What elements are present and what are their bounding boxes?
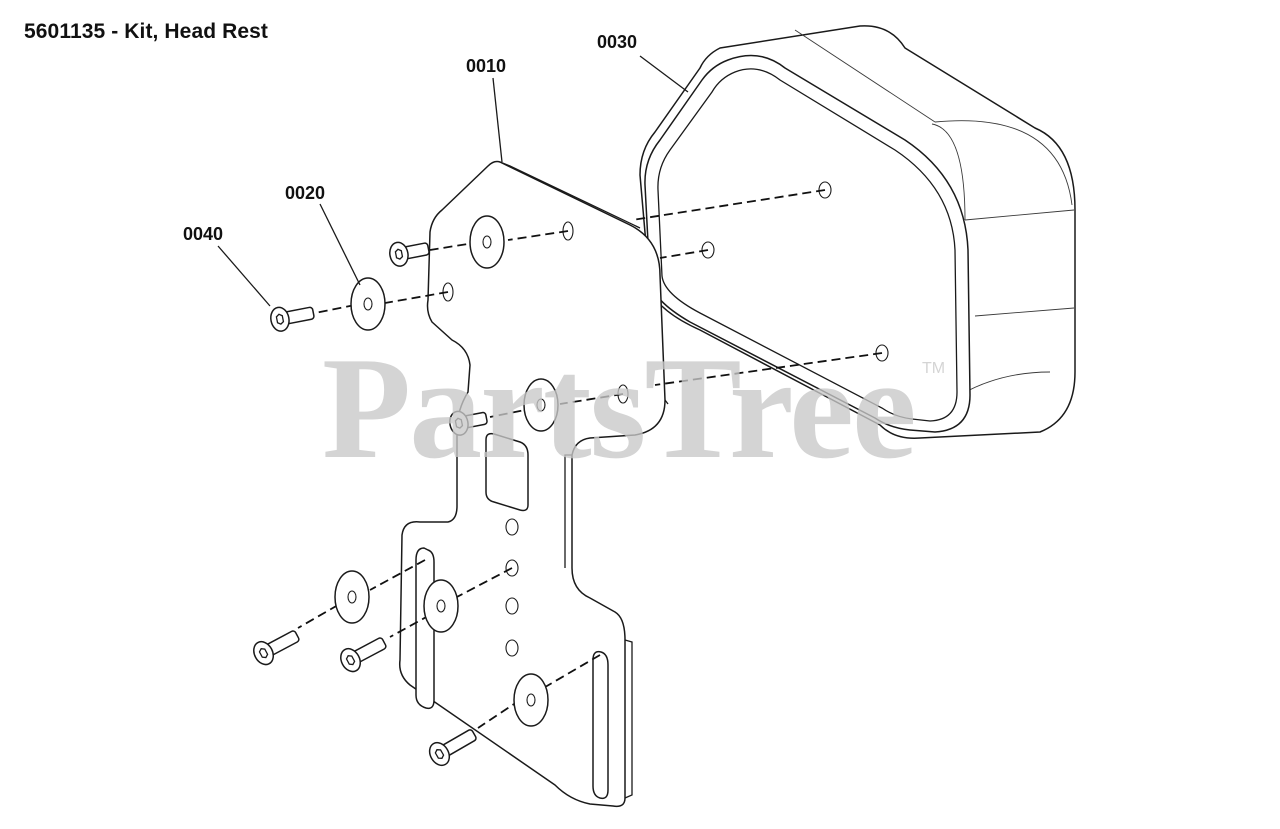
screw[interactable]	[426, 724, 480, 769]
screw[interactable]	[250, 625, 303, 668]
head-rest-cushion[interactable]	[639, 25, 1076, 439]
page-title: 5601135 - Kit, Head Rest	[24, 20, 269, 43]
washer[interactable]	[513, 673, 549, 727]
washer[interactable]	[334, 570, 370, 624]
callout-0010[interactable]: 0010	[466, 56, 507, 76]
assembly-centerlines	[297, 189, 883, 729]
callout-0020[interactable]: 0020	[285, 183, 326, 203]
washer[interactable]	[350, 277, 386, 331]
washer[interactable]	[423, 579, 459, 633]
callout-0030[interactable]: 0030	[597, 32, 638, 52]
callout-0040[interactable]: 0040	[183, 224, 224, 244]
screw[interactable]	[337, 632, 390, 675]
washer[interactable]	[469, 215, 505, 269]
screw[interactable]	[388, 237, 431, 268]
screw[interactable]	[448, 406, 489, 437]
washer[interactable]	[523, 378, 559, 432]
callout-leaders	[217, 55, 689, 307]
screw[interactable]	[269, 301, 316, 333]
mounting-bracket[interactable]	[398, 160, 669, 808]
